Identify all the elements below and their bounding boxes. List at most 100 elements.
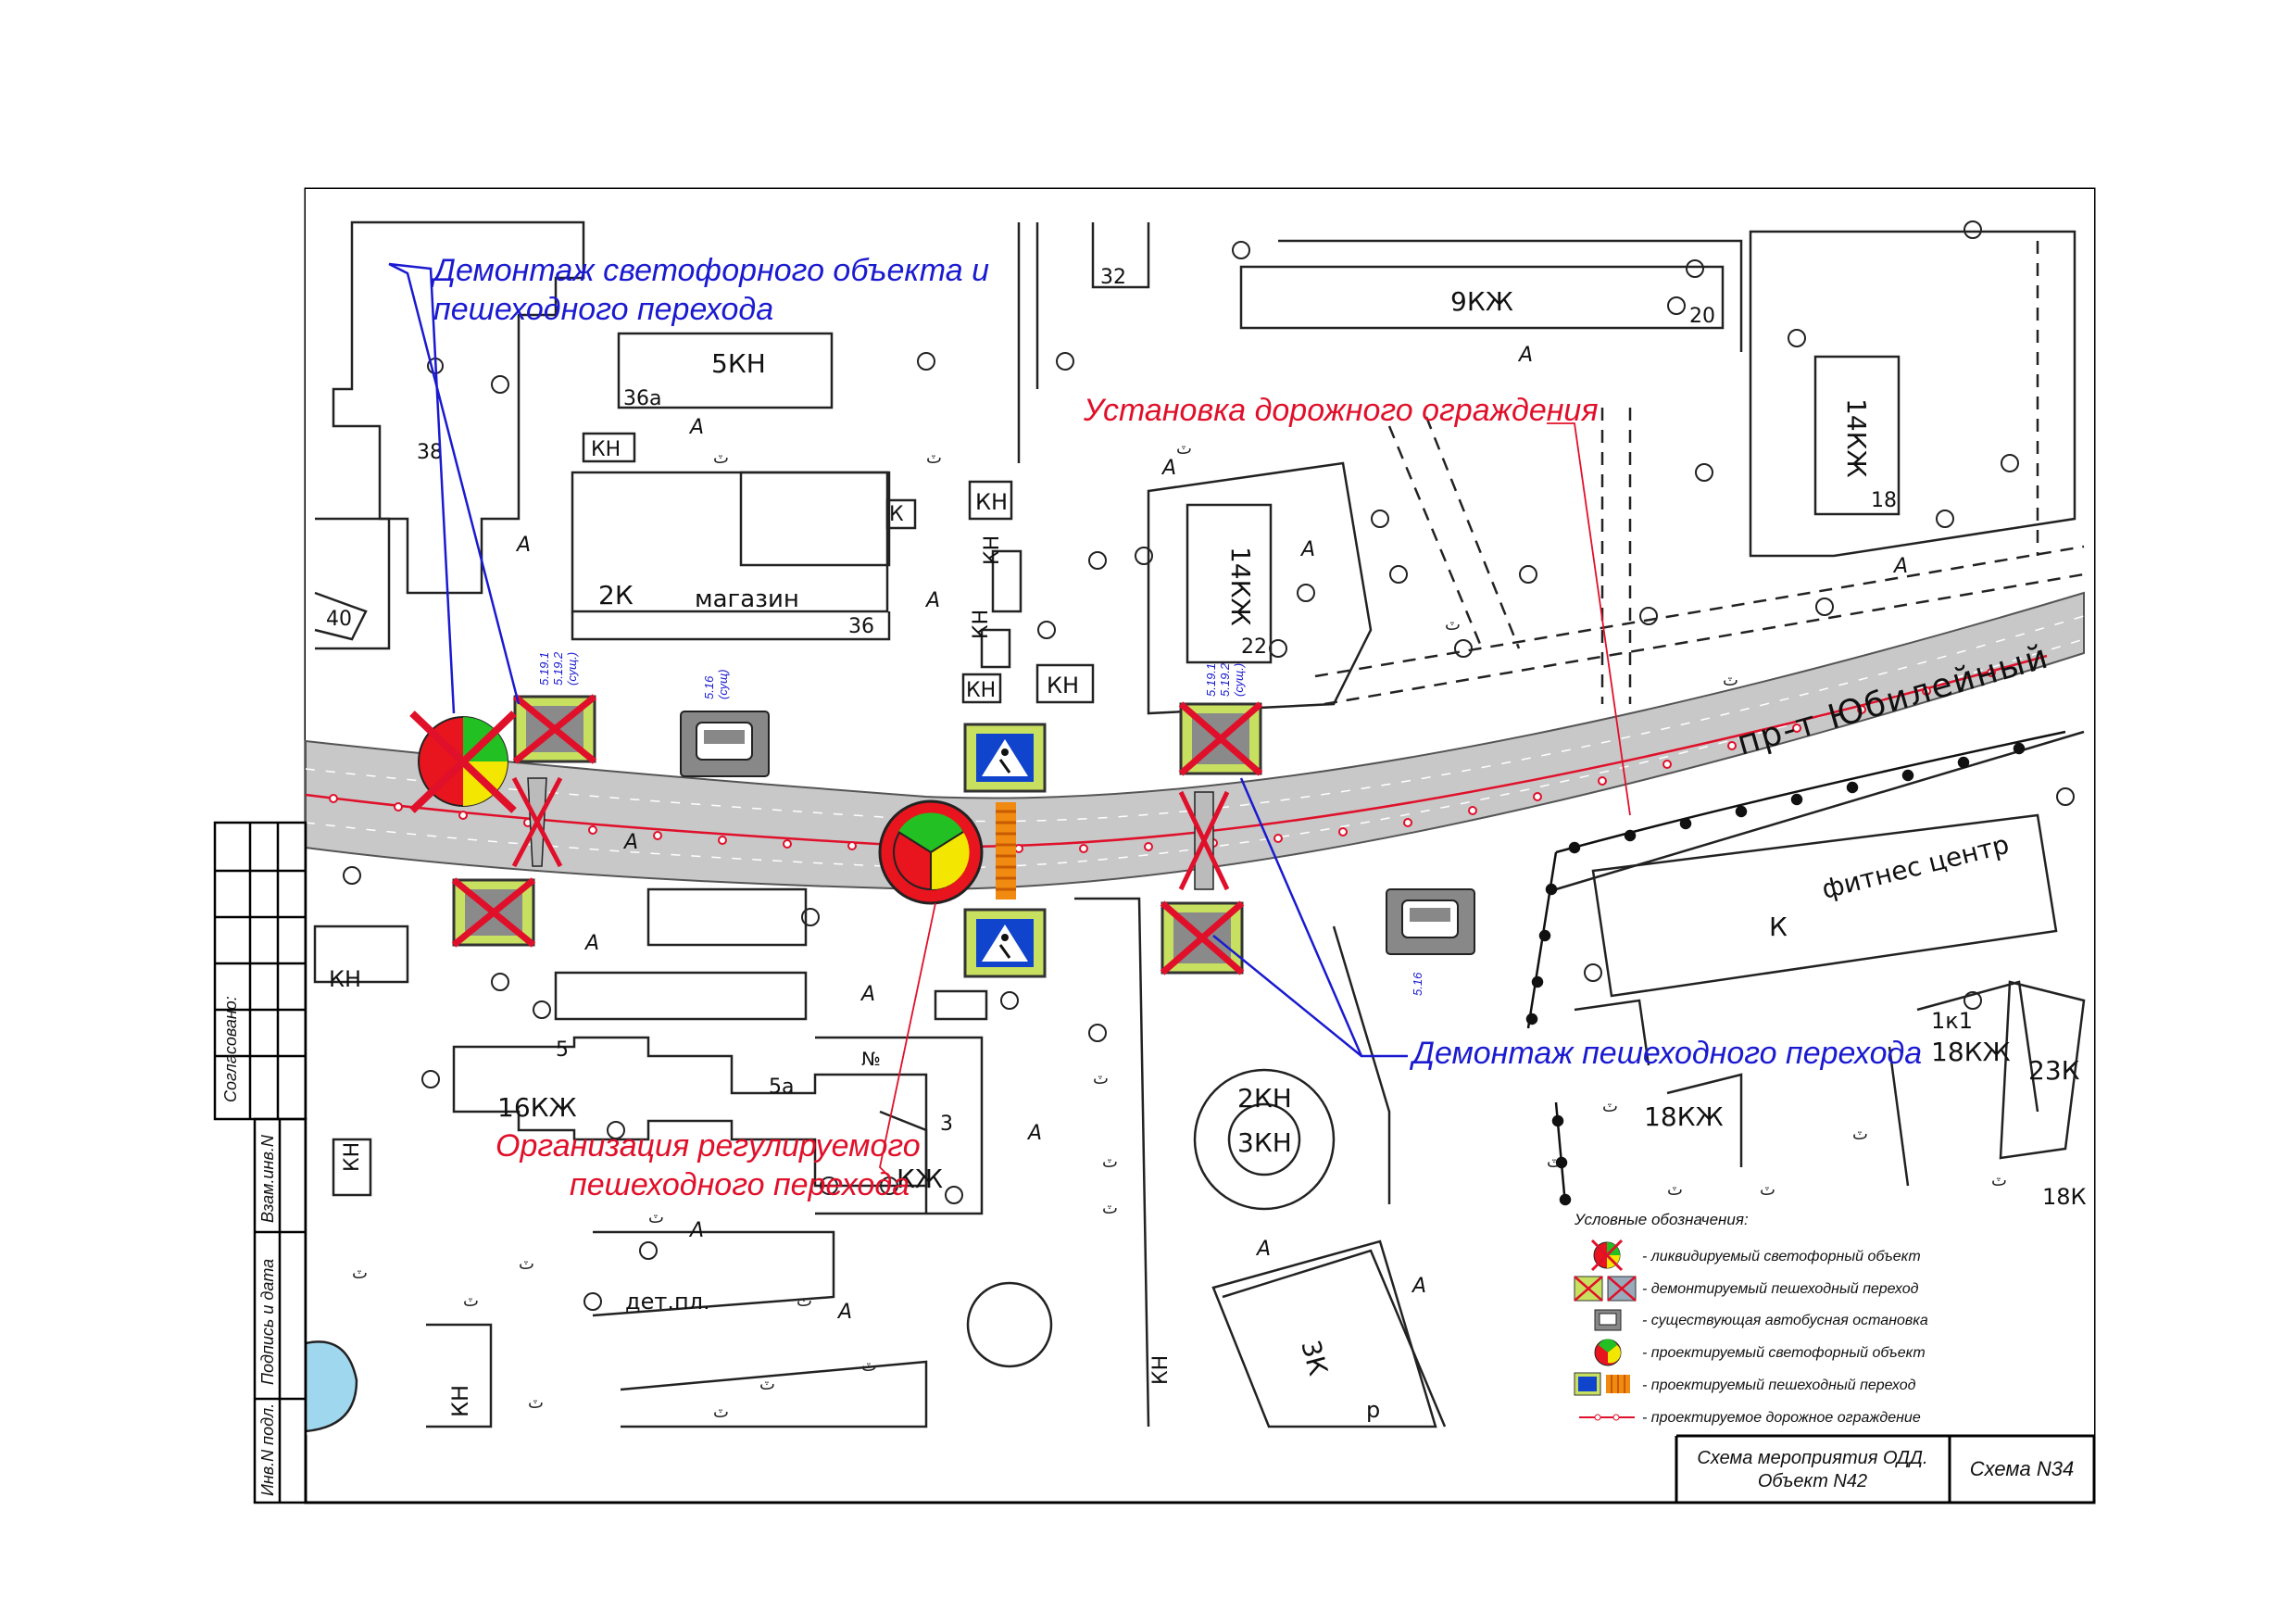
svg-text:ٽ: ٽ	[648, 1208, 664, 1227]
svg-text:ٽ: ٽ	[463, 1291, 479, 1311]
bus-stop-icon	[680, 711, 770, 777]
svg-text:ٽ: ٽ	[1723, 671, 1738, 690]
label-20: 20	[1689, 305, 1715, 328]
svg-text:ٽ: ٽ	[352, 1264, 368, 1283]
designed-crossing-icon	[963, 723, 1047, 793]
label-5kn: 5КН	[711, 348, 766, 379]
svg-text:(сущ.): (сущ.)	[1232, 663, 1246, 697]
main-road	[305, 591, 2085, 891]
note-demolish-signal-line1: Демонтаж светофорного объекта и	[430, 253, 989, 288]
svg-text:ٽ: ٽ	[1102, 1152, 1118, 1172]
label-1k1: 1к1	[1931, 1008, 1973, 1034]
svg-text:Подпись и дата: Подпись и дата	[258, 1259, 277, 1385]
svg-text:5.16: 5.16	[1411, 972, 1424, 996]
svg-text:ٽ: ٽ	[1102, 1199, 1118, 1218]
svg-text:5.19.2: 5.19.2	[1218, 662, 1232, 697]
label-kn-c1: КН	[975, 489, 1008, 515]
label-32: 32	[1100, 266, 1126, 289]
svg-text:5.19.2: 5.19.2	[551, 651, 565, 686]
label-9kzh: 9КЖ	[1450, 286, 1513, 317]
label-36a: 36а	[623, 387, 661, 410]
svg-text:A: A	[859, 983, 875, 1006]
label-40: 40	[326, 608, 352, 631]
svg-text:A: A	[1255, 1238, 1271, 1261]
label-5a: 5а	[769, 1076, 794, 1099]
annotations: Демонтаж светофорного объекта и пешеходн…	[430, 253, 1922, 1202]
scheme-title-line1: Схема мероприятия ОДД.	[1697, 1448, 1927, 1468]
demolished-zebra-mark	[1178, 790, 1230, 891]
svg-text:Взам.инв.N: Взам.инв.N	[258, 1134, 277, 1223]
svg-text:5.19.1: 5.19.1	[1204, 663, 1218, 697]
legend-liquidated-signal-icon	[1590, 1239, 1624, 1272]
label-kn-b1: КН	[1149, 1355, 1173, 1385]
svg-text:ٽ: ٽ	[1760, 1180, 1775, 1200]
legend-fence-icon	[1579, 1414, 1635, 1421]
svg-text:ٽ: ٽ	[528, 1393, 544, 1413]
svg-text:ٽ: ٽ	[519, 1254, 534, 1274]
svg-text:ٽ: ٽ	[1991, 1171, 2007, 1190]
svg-text:ٽ: ٽ	[861, 1356, 877, 1376]
label-18: 18	[1871, 489, 1897, 512]
legend-item-4: - проектируемый светофорный объект	[1642, 1345, 1926, 1361]
label-23k: 23К	[2028, 1055, 2080, 1086]
label-2kn: 2КН	[1237, 1083, 1292, 1113]
label-kn-c4: КН	[966, 679, 996, 702]
legend-item-5: - проектируемый пешеходный переход	[1642, 1378, 1916, 1393]
legend: Условные обозначения:	[1574, 1211, 1928, 1426]
svg-text:ٽ: ٽ	[1445, 615, 1461, 635]
leader-lines	[388, 262, 1631, 1177]
legend-item-1: - ликвидируемый светофорный объект	[1642, 1249, 1921, 1264]
svg-text:ٽ: ٽ	[926, 448, 942, 468]
svg-text:Согласовано:: Согласовано:	[221, 996, 240, 1102]
svg-text:A: A	[688, 1219, 704, 1242]
svg-text:A: A	[1517, 344, 1533, 367]
label-det: дет.пл.	[625, 1289, 710, 1315]
legend-item-2: - демонтируемый пешеходный переход	[1642, 1281, 1919, 1297]
svg-text:A: A	[688, 416, 704, 439]
label-14kzh-right: 14КЖ	[1841, 398, 1872, 478]
side-stamp-labels: Согласовано: Взам.инв.N Подпись и дата И…	[221, 996, 277, 1496]
label-14kzh-centre: 14КЖ	[1225, 547, 1256, 626]
label-38: 38	[417, 441, 443, 464]
svg-text:ٽ: ٽ	[1852, 1125, 1868, 1144]
designed-signal-icon	[878, 799, 984, 905]
legend-bus-stop-icon	[1594, 1309, 1622, 1331]
svg-text:5.19.1: 5.19.1	[537, 652, 551, 686]
scheme-title-line2: Объект N42	[1758, 1471, 1867, 1491]
existing-fence	[1525, 730, 2066, 1206]
designed-zebra-mark	[996, 802, 1016, 900]
svg-text:ٽ: ٽ	[1602, 1097, 1618, 1116]
label-kn-l3: КН	[447, 1385, 473, 1417]
note-demolish-signal-line2: пешеходного перехода	[433, 292, 773, 327]
note-install-fence: Установка дорожного ограждения	[1083, 393, 1599, 428]
area-marks: A A A A A A A A A A A A A A A	[515, 344, 1908, 1324]
label-kn-c5: КН	[1047, 673, 1079, 698]
label-2k: 2К	[598, 580, 634, 610]
label-kn-l2: КН	[341, 1142, 364, 1172]
svg-text:A: A	[1161, 457, 1176, 480]
svg-text:Инв.N подл.: Инв.N подл.	[258, 1403, 277, 1496]
label-kzh: КЖ	[897, 1164, 943, 1194]
svg-text:ٽ: ٽ	[713, 448, 729, 468]
label-kn-c3: КН	[970, 610, 993, 639]
base-map	[304, 220, 2086, 1433]
label-k-top: К	[889, 503, 904, 526]
label-3kn: 3КН	[1237, 1127, 1292, 1158]
svg-text:A: A	[583, 932, 599, 955]
designed-crossing-icon	[963, 908, 1047, 978]
svg-text:5.16: 5.16	[702, 675, 716, 699]
label-kn: КН	[591, 438, 621, 461]
svg-text:A: A	[924, 589, 940, 612]
label-no: №	[861, 1048, 881, 1070]
label-16kzh: 16КЖ	[497, 1092, 577, 1123]
label-36: 36	[848, 615, 874, 638]
demolished-crossing-icon	[451, 877, 536, 948]
legend-demolished-crossing-icon	[1574, 1276, 1637, 1302]
scheme-number: Схема N34	[1970, 1457, 2074, 1480]
label-18kzh-a: 18КЖ	[1931, 1037, 2011, 1067]
title-block: Схема мероприятия ОДД. Объект N42 Схема …	[1675, 1434, 2094, 1503]
svg-text:A: A	[1411, 1275, 1426, 1298]
legend-item-3: - существующая автобусная остановка	[1642, 1313, 1928, 1328]
note-organize-crossing-line1: Организация регулируемого	[496, 1128, 921, 1164]
side-stamp	[213, 821, 307, 1504]
